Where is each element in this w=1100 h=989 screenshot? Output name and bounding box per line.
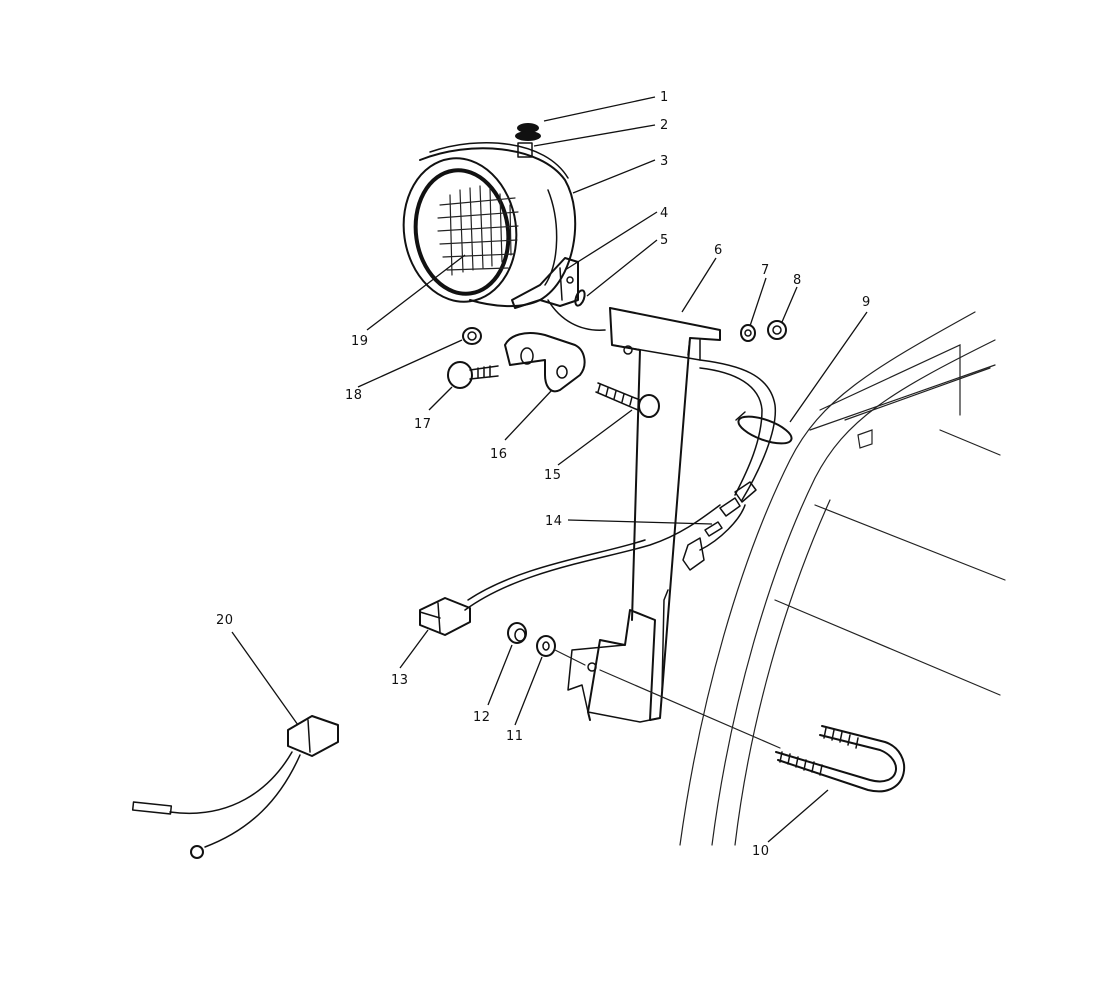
lock-nut <box>462 327 482 345</box>
knob-bolt <box>447 361 499 389</box>
callout-11: 11 <box>506 729 524 744</box>
lamp-grille <box>437 185 519 276</box>
callout-13: 13 <box>391 673 409 688</box>
callout-4: 4 <box>660 206 669 221</box>
callout-6: 6 <box>714 243 723 258</box>
callout-1: 1 <box>660 90 669 105</box>
callout-5: 5 <box>660 233 669 248</box>
callout-7: 7 <box>761 263 770 278</box>
rubber-cap <box>515 123 541 141</box>
cab-frame <box>679 311 1006 846</box>
nut-upper <box>767 320 787 340</box>
callout-19: 19 <box>351 334 369 349</box>
plug-connector <box>419 597 471 636</box>
washer-upper <box>740 324 756 342</box>
lamp-bracket <box>511 257 579 309</box>
swivel-bracket <box>504 332 586 393</box>
mounting-arm <box>567 307 721 723</box>
callout-15: 15 <box>544 468 562 483</box>
callout-10: 10 <box>752 844 770 859</box>
u-bolt <box>775 725 906 793</box>
lamp-housing <box>402 142 577 308</box>
nut <box>574 289 586 307</box>
callout-20: 20 <box>216 613 234 628</box>
callout-16: 16 <box>490 447 508 462</box>
callout-labels: 1 2 3 4 5 6 7 8 9 10 11 12 13 14 15 16 1… <box>216 90 871 859</box>
callout-18: 18 <box>345 388 363 403</box>
callout-14: 14 <box>545 514 563 529</box>
callout-12: 12 <box>473 710 491 725</box>
wire-harness <box>464 299 777 611</box>
callout-9: 9 <box>862 295 871 310</box>
alignment-line-lower <box>599 669 781 749</box>
nut-lower <box>507 622 527 644</box>
callout-8: 8 <box>793 273 802 288</box>
switch-harness <box>131 715 339 859</box>
bolt <box>595 382 660 418</box>
leader-lines <box>231 96 868 843</box>
callout-3: 3 <box>660 154 669 169</box>
callout-2: 2 <box>660 118 669 133</box>
alignment-line-upper <box>554 649 586 666</box>
callout-17: 17 <box>414 417 432 432</box>
washer-lower <box>536 635 556 657</box>
bullet-connector <box>682 481 757 571</box>
cable-tie <box>735 411 793 445</box>
